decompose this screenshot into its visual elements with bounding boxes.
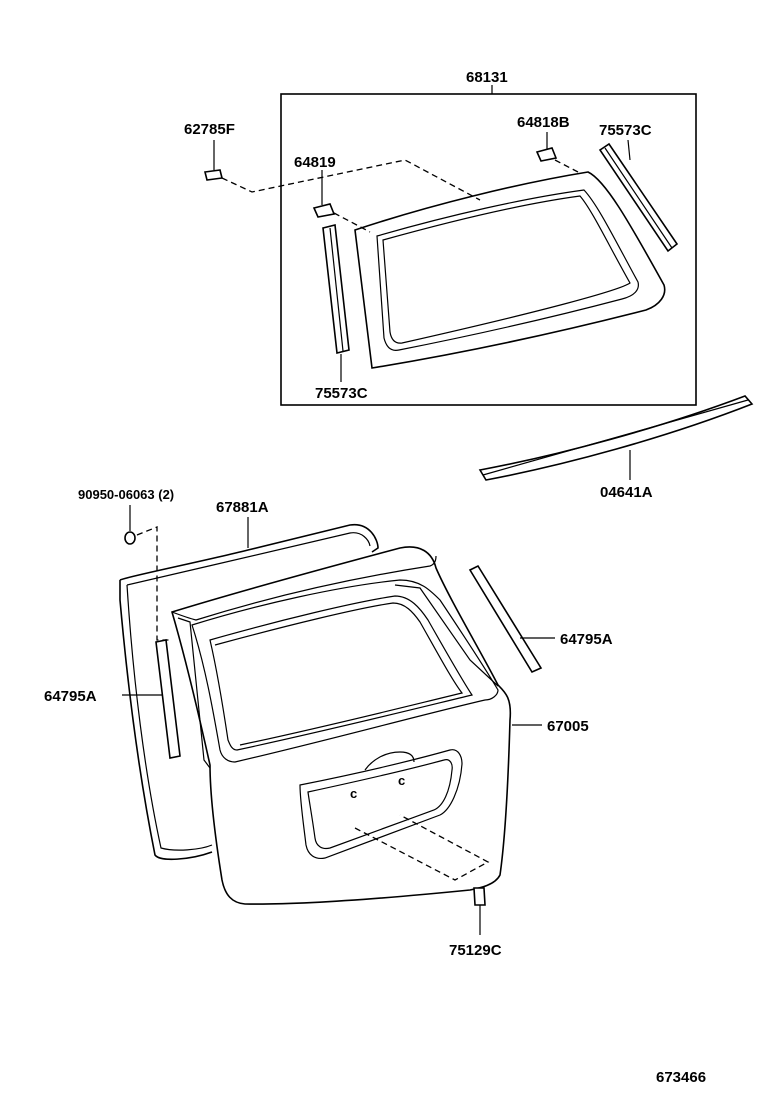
- spacer-64819-dashed: [333, 212, 371, 233]
- stopper-dashed: [221, 159, 481, 201]
- door-window-glass-2: [214, 602, 464, 746]
- label-68131: 68131: [466, 69, 508, 86]
- glass-assembly-group: [280, 85, 697, 406]
- label-64819: 64819: [294, 154, 336, 171]
- label-67005: 67005: [547, 718, 589, 735]
- plate-dashed: [354, 814, 490, 881]
- glass-molding-right-leader: [627, 139, 631, 161]
- label-04641a: 04641A: [600, 484, 653, 501]
- cushion-right: [468, 564, 543, 674]
- stopper-62785f: [204, 169, 223, 181]
- back-door-group: c c: [171, 546, 542, 905]
- back-glass: [354, 171, 666, 369]
- license-recess: [299, 749, 463, 860]
- glass-molding-right-edge: [604, 147, 673, 249]
- back-glass-inner: [376, 189, 639, 351]
- label-75573c-right: 75573C: [599, 122, 652, 139]
- door-pillar-right: [394, 584, 499, 687]
- door-window-opening: [191, 579, 499, 763]
- weatherstrip-inner: [126, 532, 371, 851]
- spacer-64818b-dashed: [554, 159, 579, 173]
- spacer-64819: [312, 203, 336, 218]
- door-pillar-left: [177, 617, 211, 769]
- label-64818b: 64818B: [517, 114, 570, 131]
- label-64795a-right: 64795A: [560, 631, 613, 648]
- weatherstrip: [119, 523, 379, 861]
- drawing-number: 673466: [656, 1069, 706, 1086]
- stopper-group: [204, 140, 481, 201]
- glass-molding-left-edge: [329, 227, 344, 352]
- back-door-spoiler: [171, 555, 437, 621]
- back-door-panel: [171, 546, 512, 905]
- label-90950-06063: 90950-06063 (2): [78, 487, 174, 502]
- handle-recess: [364, 751, 415, 771]
- fastener-mark-left: c: [350, 786, 357, 801]
- label-64795a-left: 64795A: [44, 688, 97, 705]
- plug-dashed: [136, 526, 170, 641]
- glass-assembly-frame: [280, 93, 697, 406]
- cushion-left-group: [122, 639, 181, 759]
- label-67881a: 67881A: [216, 499, 269, 516]
- spoiler-strip-edge: [482, 399, 749, 476]
- fastener-mark-right: c: [398, 773, 405, 788]
- plug: [124, 531, 136, 545]
- cushion-right-group: [468, 564, 555, 674]
- back-glass-inner-2: [382, 195, 631, 344]
- cushion-left: [155, 639, 181, 759]
- label-62785f: 62785F: [184, 121, 235, 138]
- label-75129c: 75129C: [449, 942, 502, 959]
- weatherstrip-group: [119, 517, 379, 861]
- plate-group: [354, 814, 490, 935]
- spoiler-strip: [478, 395, 754, 481]
- license-recess-inner: [307, 759, 453, 850]
- plate: [473, 887, 486, 906]
- spoiler-strip-group: [478, 395, 754, 481]
- label-75573c-left: 75573C: [315, 385, 368, 402]
- door-window-glass: [209, 595, 473, 751]
